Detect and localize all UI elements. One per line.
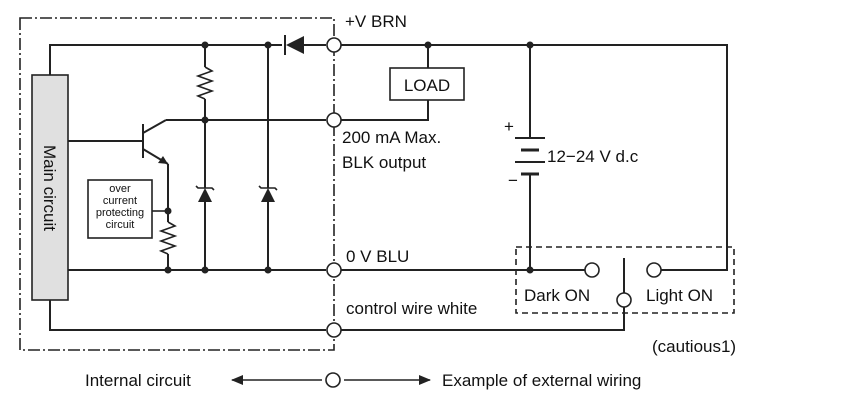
output-current-label: 200 mA Max. bbox=[342, 128, 441, 147]
junction-dot bbox=[201, 41, 209, 49]
transistor-emitter-arrow bbox=[158, 156, 168, 164]
dark-on-label: Dark ON bbox=[524, 286, 590, 305]
supply-zero-label: 0 V BLU bbox=[346, 247, 409, 266]
internal-circuit-label: Internal circuit bbox=[85, 371, 191, 390]
wire-control-internal bbox=[49, 300, 326, 331]
load-box bbox=[389, 67, 465, 101]
main-circuit-label: Main circuit bbox=[40, 145, 59, 231]
cautious-note: (cautious1) bbox=[652, 337, 736, 356]
transistor-collector bbox=[142, 119, 167, 134]
protection-line-4: circuit bbox=[106, 219, 135, 231]
junction-dot bbox=[526, 266, 534, 274]
wire-external-positive bbox=[341, 44, 728, 271]
battery-label: 12−24 V d.c bbox=[547, 147, 639, 166]
overcurrent-protection-box bbox=[87, 179, 153, 239]
output-name-label: BLK output bbox=[342, 153, 426, 172]
zener-diode-1 bbox=[198, 188, 212, 202]
zener-diode-1-bar bbox=[195, 185, 215, 191]
load-label: LOAD bbox=[404, 76, 450, 95]
battery-plus-sign: + bbox=[504, 117, 514, 136]
terminal-control bbox=[326, 322, 342, 338]
wire-load-to-output bbox=[341, 100, 429, 121]
junction-dot bbox=[164, 266, 172, 274]
junction-dot bbox=[164, 207, 172, 215]
supply-diode bbox=[286, 36, 304, 54]
wire-external-control bbox=[341, 307, 625, 331]
current-sense-resistor bbox=[158, 221, 178, 255]
pullup-resistor bbox=[195, 66, 215, 100]
internal-circuit-boundary bbox=[19, 17, 335, 351]
junction-dot bbox=[201, 116, 209, 124]
external-switch-box bbox=[515, 246, 735, 314]
junction-dot bbox=[264, 41, 272, 49]
contact-light-on bbox=[646, 262, 662, 278]
protection-line-3: protecting bbox=[96, 207, 144, 219]
external-wiring-label: Example of external wiring bbox=[442, 371, 641, 390]
protection-line-1: over bbox=[109, 183, 131, 195]
legend-terminal bbox=[325, 372, 341, 388]
control-wire-label: control wire white bbox=[346, 299, 477, 318]
zener-diode-2-bar bbox=[258, 185, 278, 191]
battery-minus-sign: − bbox=[508, 171, 518, 190]
contact-common bbox=[616, 292, 632, 308]
supply-positive-label: +V BRN bbox=[345, 12, 407, 31]
junction-dot bbox=[264, 266, 272, 274]
contact-dark-on bbox=[584, 262, 600, 278]
terminal-positive bbox=[326, 37, 342, 53]
terminal-output bbox=[326, 112, 342, 128]
protection-line-2: current bbox=[103, 195, 137, 207]
terminal-zero-volt bbox=[326, 262, 342, 278]
wire-top-rail bbox=[49, 44, 282, 75]
zener-diode-2 bbox=[261, 188, 275, 202]
light-on-label: Light ON bbox=[646, 286, 713, 305]
junction-dot bbox=[201, 266, 209, 274]
